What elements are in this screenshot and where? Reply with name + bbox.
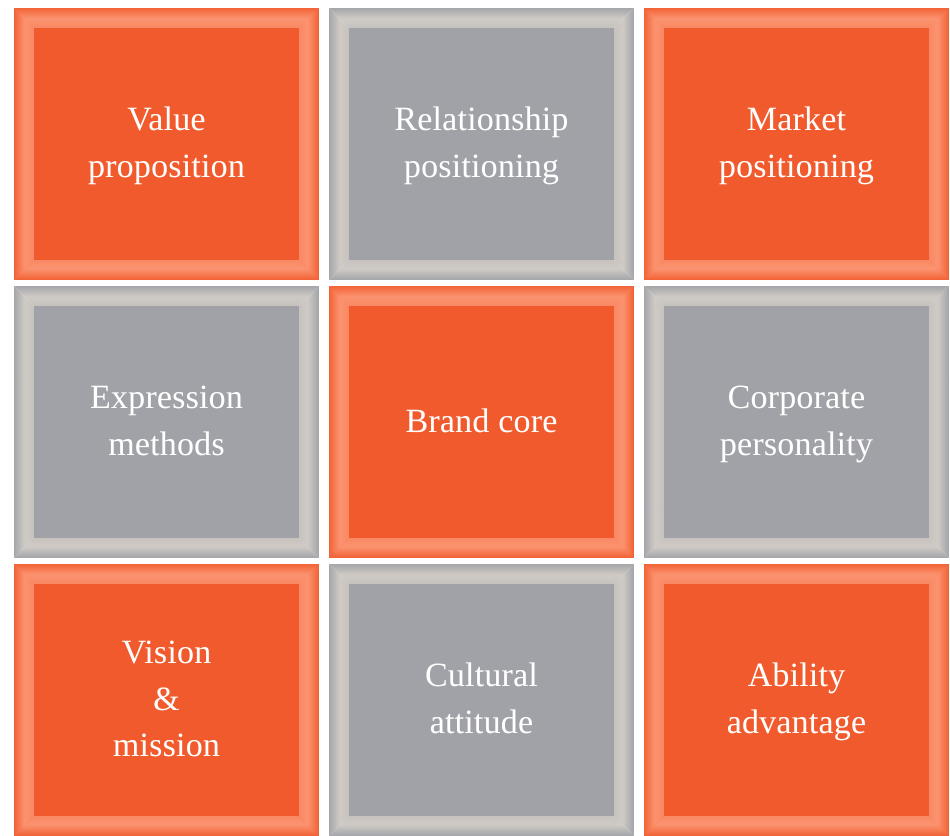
bevel-bottom-edge — [644, 538, 949, 558]
bevel-left-edge — [644, 286, 664, 558]
matrix-cell-relationship-positioning[interactable]: Relationship positioning — [329, 8, 634, 280]
cell-face — [349, 584, 614, 816]
bevel-left-edge — [14, 286, 34, 558]
bevel-left-edge — [329, 286, 349, 558]
cell-label: Cultural attitude — [424, 657, 539, 741]
bevel-top-edge — [14, 564, 319, 584]
bevel-right-edge — [299, 286, 319, 558]
bevel-bottom-edge — [644, 260, 949, 280]
bevel-right-edge — [299, 564, 319, 836]
bevel-bottom-edge — [14, 538, 319, 558]
bevel-top-edge — [14, 8, 319, 28]
bevel-bottom-edge — [14, 816, 319, 836]
bevel-bottom-edge — [14, 260, 319, 280]
cell-label: Corporate personality — [719, 379, 874, 463]
bevel-bottom-edge — [329, 538, 634, 558]
cell-face — [664, 28, 929, 260]
bevel-bottom-edge — [644, 816, 949, 836]
cell-label: Value proposition — [87, 101, 246, 185]
matrix-cell-ability-advantage[interactable]: Ability advantage — [644, 564, 949, 836]
bevel-right-edge — [929, 8, 949, 280]
bevel-top-edge — [644, 8, 949, 28]
cell-face — [349, 28, 614, 260]
bevel-left-edge — [14, 8, 34, 280]
bevel-left-edge — [14, 564, 34, 836]
bevel-bottom-edge — [329, 816, 634, 836]
cell-face — [664, 584, 929, 816]
matrix-cell-value-proposition[interactable]: Value proposition — [14, 8, 319, 280]
bevel-left-edge — [644, 564, 664, 836]
bevel-right-edge — [614, 8, 634, 280]
bevel-right-edge — [929, 564, 949, 836]
bevel-top-edge — [329, 286, 634, 306]
bevel-top-edge — [329, 564, 634, 584]
matrix-cell-corporate-personality[interactable]: Corporate personality — [644, 286, 949, 558]
cell-label: Vision & mission — [112, 633, 221, 765]
bevel-top-edge — [644, 286, 949, 306]
bevel-top-edge — [329, 8, 634, 28]
cell-face — [34, 28, 299, 260]
bevel-left-edge — [329, 8, 349, 280]
bevel-bottom-edge — [329, 260, 634, 280]
bevel-top-edge — [14, 286, 319, 306]
matrix-cell-expression-methods[interactable]: Expression methods — [14, 286, 319, 558]
matrix-cell-brand-core[interactable]: Brand core — [329, 286, 634, 558]
bevel-right-edge — [614, 286, 634, 558]
bevel-right-edge — [929, 286, 949, 558]
cell-label: Brand core — [405, 402, 558, 440]
cell-face — [34, 584, 299, 816]
cell-label: Expression methods — [89, 379, 244, 463]
cell-label: Relationship positioning — [394, 101, 569, 185]
cell-face — [664, 306, 929, 538]
bevel-top-edge — [644, 564, 949, 584]
bevel-right-edge — [614, 564, 634, 836]
bevel-right-edge — [299, 8, 319, 280]
matrix-cell-market-positioning[interactable]: Market positioning — [644, 8, 949, 280]
matrix-cell-vision-and-mission[interactable]: Vision & mission — [14, 564, 319, 836]
cell-face — [349, 306, 614, 538]
bevel-left-edge — [329, 564, 349, 836]
matrix-cell-cultural-attitude[interactable]: Cultural attitude — [329, 564, 634, 836]
bevel-left-edge — [644, 8, 664, 280]
cell-face — [34, 306, 299, 538]
cell-label: Market positioning — [718, 101, 875, 185]
cell-label: Ability advantage — [726, 657, 867, 741]
